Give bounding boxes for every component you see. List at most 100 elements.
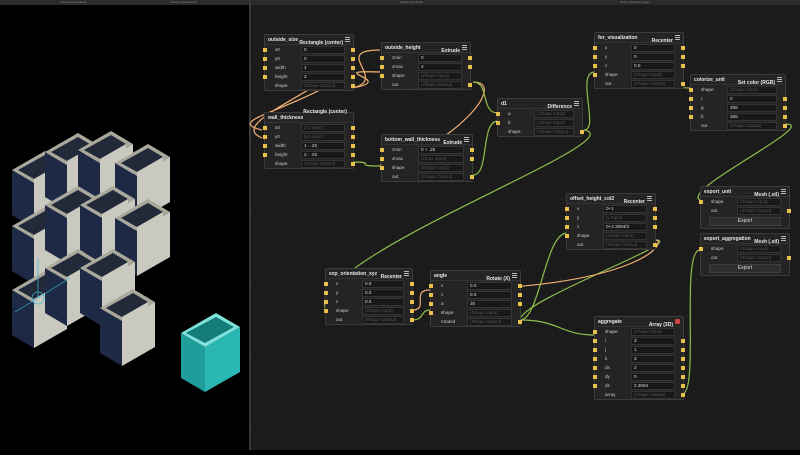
tab-viewport[interactable]: Viewport (unlocked)	[60, 0, 87, 4]
param-label: x	[441, 283, 444, 288]
param-field[interactable]: (Shape Input)	[727, 85, 777, 94]
param-field[interactable]: (y0 input)	[301, 132, 345, 141]
param-label: x0	[275, 47, 280, 52]
menu-icon[interactable]	[404, 270, 409, 276]
param-field[interactable]: 255	[727, 103, 777, 112]
param-label: out	[392, 82, 399, 87]
param-label: g	[701, 105, 704, 110]
param-field[interactable]: 2	[301, 72, 345, 81]
param-field[interactable]: (Shape Input)	[418, 163, 464, 172]
param-label: shape	[275, 161, 288, 166]
param-label: dx	[605, 365, 610, 370]
param-label: y	[336, 290, 339, 295]
param-field[interactable]: 2	[418, 62, 462, 71]
param-field[interactable]: 1 - .25	[301, 141, 345, 150]
panel-divider[interactable]	[249, 0, 251, 450]
node-type: Mesh (.stl)	[754, 191, 779, 198]
menu-icon[interactable]	[647, 195, 652, 201]
param-field[interactable]: 0	[418, 53, 462, 62]
param-field[interactable]: 0	[631, 372, 675, 381]
param-field[interactable]: 0.0	[467, 281, 512, 290]
param-field[interactable]: 2.3094	[631, 381, 675, 390]
tab-viewport-2[interactable]: Viewport (unlocked)	[170, 0, 197, 4]
param-field[interactable]: 0	[631, 43, 675, 52]
param-field[interactable]: 0.0	[631, 61, 675, 70]
param-field[interactable]: 1	[631, 345, 675, 354]
param-field[interactable]: 3	[631, 354, 675, 363]
param-field: (Shape Output)	[534, 127, 574, 136]
param-field[interactable]: 0.0	[467, 290, 512, 299]
param-field[interactable]: 0.0	[362, 279, 404, 288]
param-field[interactable]: (y input)	[603, 213, 647, 222]
tab-node[interactable]: Node (unlocked page)	[620, 0, 650, 4]
node-title: exp_orientation_xyz	[329, 270, 378, 277]
param-label: shape	[711, 246, 724, 251]
param-field[interactable]: (Shape Input)	[467, 308, 512, 317]
param-field[interactable]: 0	[631, 52, 675, 61]
export-button[interactable]: Export	[709, 217, 781, 226]
export-button[interactable]: Export	[709, 264, 781, 273]
param-field[interactable]: 0.0	[362, 297, 404, 306]
menu-icon[interactable]	[781, 188, 786, 194]
param-label: y	[577, 215, 580, 220]
menu-icon[interactable]	[574, 100, 579, 106]
param-label: a	[441, 301, 444, 306]
param-field[interactable]: (Shape Input)	[631, 327, 675, 336]
param-field[interactable]: (Shape Input)	[603, 231, 647, 240]
menu-icon[interactable]	[462, 44, 467, 50]
param-field[interactable]: (Shape Input)	[737, 197, 781, 206]
param-field[interactable]: 0	[727, 94, 777, 103]
node-title: colorize_unit	[694, 76, 725, 83]
tab-graph[interactable]: Graph (unlocked)	[400, 0, 424, 4]
param-label: z	[336, 299, 339, 304]
param-label: shape	[508, 129, 521, 134]
param-field[interactable]: (Shape Input)	[534, 109, 574, 118]
3d-viewport[interactable]	[0, 5, 249, 450]
menu-icon[interactable]	[512, 272, 517, 278]
param-field[interactable]: 0+1	[603, 204, 647, 213]
param-field[interactable]: 255	[727, 112, 777, 121]
param-label: x	[336, 281, 339, 286]
param-field[interactable]: 1	[301, 63, 345, 72]
param-field[interactable]: (Shape Input)	[418, 71, 462, 80]
param-field[interactable]: (x0 input)	[301, 123, 345, 132]
param-field[interactable]: (zmax input)	[418, 154, 464, 163]
node-title: export_unit	[704, 188, 732, 195]
param-label: shape	[577, 233, 590, 238]
param-label: a	[508, 111, 511, 116]
param-field[interactable]: (Shape Input)	[737, 244, 781, 253]
param-field[interactable]: 0+2.3094/2	[603, 222, 647, 231]
param-field[interactable]: 2	[631, 363, 675, 372]
menu-icon[interactable]	[345, 36, 350, 42]
param-field[interactable]: 30	[467, 299, 512, 308]
menu-icon[interactable]	[675, 34, 680, 40]
param-field[interactable]: 0 + .25	[418, 145, 464, 154]
menu-icon[interactable]	[781, 235, 786, 241]
param-label: out	[392, 174, 399, 179]
param-field[interactable]: 0	[301, 45, 345, 54]
param-field[interactable]: (Shape Input)	[631, 70, 675, 79]
param-field[interactable]: 3	[631, 336, 675, 345]
node-type: Set color (RGB)	[737, 79, 775, 86]
close-icon[interactable]	[675, 318, 680, 324]
menu-icon[interactable]	[464, 136, 469, 142]
param-field[interactable]: (Shape Input)	[534, 118, 574, 127]
param-field[interactable]: 0	[301, 54, 345, 63]
menu-icon[interactable]	[777, 76, 782, 82]
param-field[interactable]: (Shape Input)	[362, 306, 404, 315]
param-field[interactable]: 2 - .25	[301, 150, 345, 159]
param-field[interactable]: 0.0	[362, 288, 404, 297]
